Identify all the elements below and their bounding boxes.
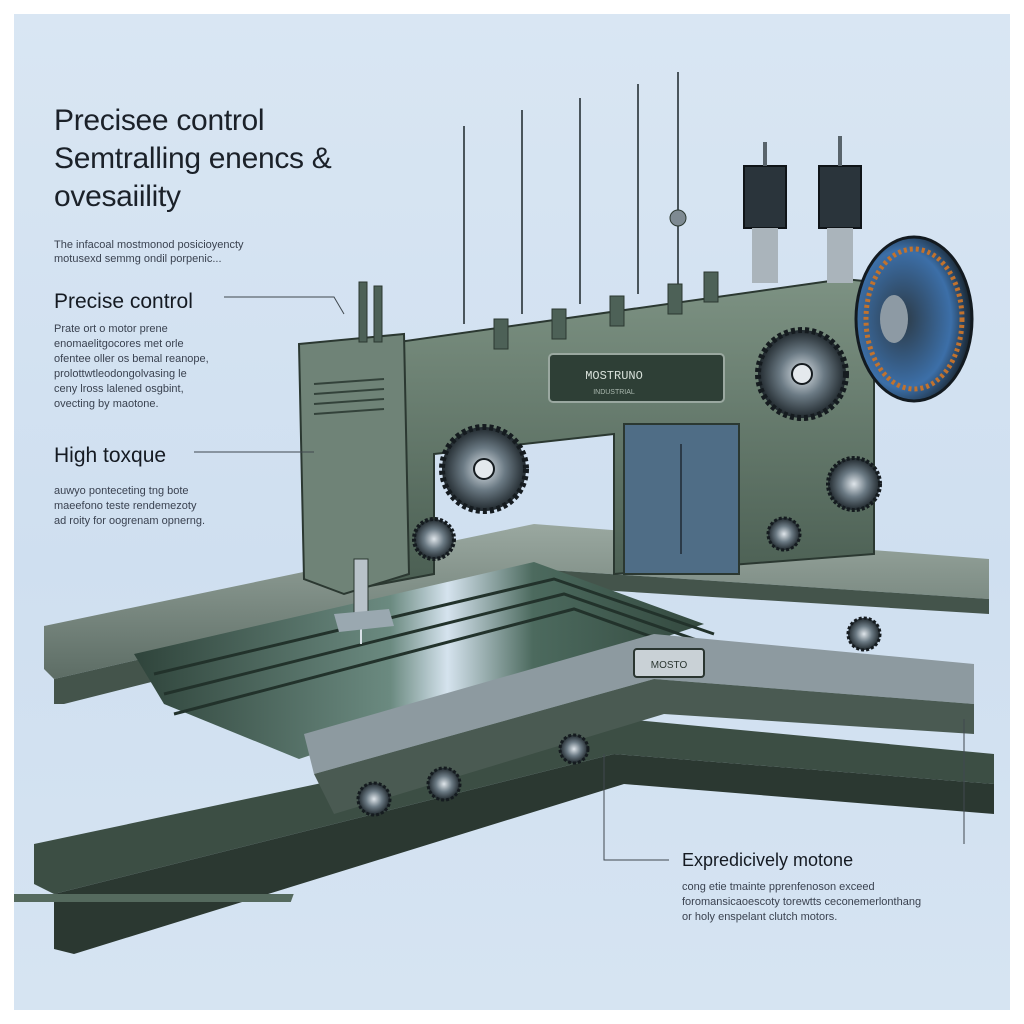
page-title: Precisee control Semtralling enencs & ov…	[54, 102, 332, 216]
feature-high-torque-body: auwyo ponteceting tng bote maeefono test…	[54, 484, 284, 529]
carriage-rail	[304, 634, 974, 774]
carriage-block	[633, 648, 705, 678]
feature-precise-control-heading: Precise control	[54, 290, 193, 313]
nameplate-text: MOSTRUNO	[585, 369, 643, 383]
feature-motor-body: cong etie tmainte pprenfenoson exceed fo…	[682, 880, 972, 925]
feature-body-line: ovecting by maotone.	[54, 398, 159, 410]
feature-body-line: ad roity for oogrenam opnerng.	[54, 515, 206, 527]
intro-text: The infacoal mostmonod posicioyencty mot…	[54, 238, 354, 266]
presser-foot	[334, 609, 394, 632]
fabric-layer	[163, 592, 715, 696]
intro-line-2: motusexd semmg ondil porpenic...	[54, 253, 222, 265]
lower-gears	[356, 616, 882, 817]
gear-small	[412, 456, 882, 561]
feature-body-line: foromansicaoescoty torewtts ceconemerlon…	[682, 896, 922, 908]
feature-precise-control-body: Prate ort o motor prene enomaelitgocores…	[54, 322, 284, 412]
nameplate	[548, 353, 725, 403]
feature-body-line: maeefono teste rendemezoty	[54, 500, 197, 512]
fabric-layer	[153, 577, 715, 676]
gear-right	[755, 327, 849, 421]
carriage-rail-shadow	[314, 679, 974, 814]
thread-guides	[463, 72, 679, 324]
feature-body-line: prolottwtleodongolvasing le	[54, 368, 187, 380]
head-vents	[313, 378, 385, 415]
title-line-2: Semtralling enencs &	[54, 142, 332, 175]
feature-body-line: enomaelitgocores met orle	[54, 338, 184, 350]
tension-knob	[669, 209, 687, 227]
poster: MOSTO MOSTRUNO INDUSTRIAL	[14, 14, 1010, 1010]
feature-body-line: Prate ort o motor prene	[54, 323, 168, 335]
feature-body-line: auwyo ponteceting tng bote	[54, 485, 189, 497]
base-frame-shadow	[54, 754, 994, 954]
thread-spools	[358, 271, 719, 350]
title-line-3: ovesaiility	[54, 180, 181, 213]
sewing-machine-illustration: MOSTO MOSTRUNO INDUSTRIAL	[14, 72, 994, 954]
feature-body-line: or holy enspelant clutch motors.	[682, 911, 838, 923]
nameplate-subtext: INDUSTRIAL	[593, 389, 635, 396]
base-rail	[14, 894, 294, 902]
feature-body-line: ceny lross lalened osgbint,	[54, 383, 184, 395]
carriage-label: MOSTO	[651, 660, 688, 671]
handwheel	[854, 235, 974, 403]
gear-left	[439, 424, 529, 514]
callout-lines	[194, 296, 965, 861]
base-frame	[34, 719, 994, 894]
motor-cylinders	[743, 136, 862, 283]
feature-body-line: ofentee oller os bemal reanope,	[54, 353, 209, 365]
feature-motor-heading: Expredicively motone	[682, 850, 854, 870]
title-line-1: Precisee control	[54, 104, 265, 137]
feature-body-line: cong etie tmainte pprenfenoson exceed	[682, 881, 875, 893]
needle-bar	[353, 558, 369, 615]
feature-high-torque-heading: High toxque	[54, 444, 167, 467]
machine-head	[297, 332, 411, 596]
intro-line-1: The infacoal mostmonod posicioyencty	[54, 239, 244, 251]
